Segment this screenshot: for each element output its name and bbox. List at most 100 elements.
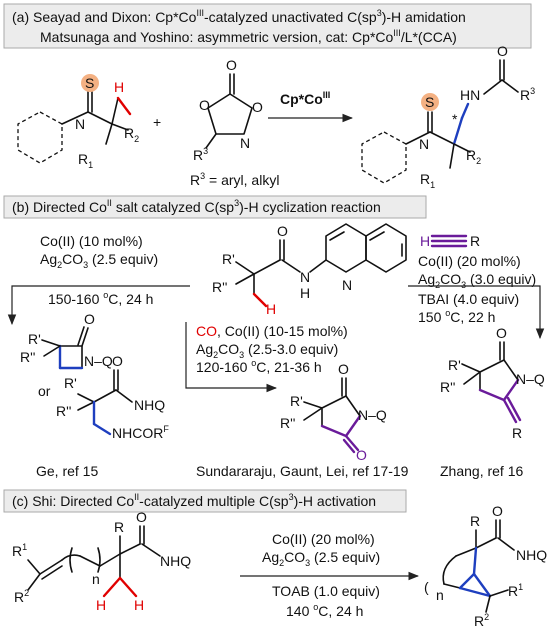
b-sub-quinoline-N: N	[342, 277, 352, 293]
amide-R2: R''	[56, 403, 71, 419]
lactam-R: R	[512, 425, 522, 441]
plus-sign: +	[153, 114, 161, 130]
sulfur-highlight	[81, 74, 99, 92]
c-sub-n: n	[92, 571, 100, 587]
or-label: or	[38, 383, 51, 399]
lactam-R1: R'	[448, 357, 461, 373]
c-prod-R2: R2	[474, 612, 489, 629]
c-sub-R1: R1	[12, 542, 27, 559]
c-sub-H2-red: H	[134, 597, 144, 613]
b-mid-cond-2: Ag2CO3 (2.5-3.0 equiv)	[196, 341, 338, 360]
product-atom-N: N	[419, 136, 429, 152]
product-O: O	[497, 43, 508, 59]
b-sub-N: N	[300, 269, 310, 285]
amide-O: O	[112, 353, 123, 369]
section-c-header-box	[3, 489, 407, 513]
arrow-b-middle	[185, 322, 278, 393]
product-R1: R1	[420, 171, 435, 190]
c-cond-3: TOAB (1.0 equiv)	[272, 583, 380, 599]
c-sub-R: R	[114, 519, 124, 535]
b-substrate: O N H N R' R'' H	[212, 223, 407, 317]
piperidine-ring	[17, 111, 63, 164]
c-cond-1: Co(II) (20 mol%)	[272, 531, 375, 547]
section-b-header-box	[3, 195, 427, 219]
alkylidene-lactam-product: O N–Q R' R'' R	[440, 325, 545, 441]
section-c-header: (c) Shi: Directed CoII-catalyzed multipl…	[12, 492, 376, 509]
lactam-R2: R''	[440, 379, 455, 395]
c-cond-4: 140 oC, 24 h	[286, 602, 363, 619]
product-HN: HN	[460, 87, 480, 103]
b-sub-O: O	[277, 223, 288, 239]
c-prod-NHQ: NHQ	[516, 547, 547, 563]
c-sub-R2: R2	[14, 588, 29, 605]
succ-R2: R''	[280, 415, 295, 431]
c-prod-R1: R1	[508, 582, 523, 599]
c-sub-H1-red: H	[96, 597, 106, 613]
b-left-cond-1: Co(II) (10 mol%)	[40, 233, 143, 249]
ref-ge: Ge, ref 15	[36, 463, 98, 479]
b-left-cond-3: 150-160 oC, 24 h	[48, 290, 153, 307]
amide-NHQ: NHQ	[134, 397, 165, 413]
c-cond-2: Ag2CO3 (2.5 equiv)	[262, 549, 380, 568]
c-prod-R: R	[470, 513, 480, 529]
stereocenter-star: *	[452, 111, 458, 127]
ref-sundararaju: Sundararaju, Gaunt, Lei, ref 17-19	[196, 463, 409, 479]
section-a-header-box	[3, 3, 532, 49]
section-a-line1: (a) Seayad and Dixon: Cp*CoIII-catalyzed…	[12, 8, 466, 25]
amidation-product: S * HN O R3 R1 R2	[361, 43, 535, 190]
blactam-R2: R''	[20, 349, 35, 365]
c-prod-paren: (	[424, 579, 429, 595]
arrow-b-left	[7, 285, 190, 326]
dioxazolone: O O O N R3	[193, 57, 263, 163]
c-prod-O: O	[492, 503, 503, 519]
atom-S: S	[85, 75, 94, 91]
atom-H-red: H	[114, 79, 124, 95]
c-sub-NHQ: NHQ	[160, 553, 191, 569]
alkyne-H: H	[420, 233, 430, 249]
amide-R1: R'	[64, 375, 77, 391]
label-R1: R1	[78, 151, 93, 170]
c-bicyclic-product: R O NHQ ( n R1 R2	[424, 503, 547, 629]
amide-NHCOR: NHCORF	[112, 424, 169, 441]
atom-N-piperidine: N	[75, 116, 85, 132]
blactam-NQ: N–Q	[84, 353, 113, 369]
b-sub-R1: R'	[222, 251, 235, 267]
atom-O-ring1: O	[199, 97, 210, 113]
atom-O-ring2: O	[252, 99, 263, 115]
lactam-NQ: N–Q	[516, 371, 545, 387]
section-a-line2: Matsunaga and Yoshino: asymmetric versio…	[40, 28, 457, 45]
b-right-cond-2: Ag2CO3 (3.0 equiv)	[418, 271, 536, 290]
succ-R1: R'	[290, 393, 303, 409]
c-prod-n: n	[436, 587, 444, 603]
c-sub-O: O	[136, 509, 147, 525]
b-right-cond-4: 150 oC, 22 h	[418, 308, 495, 325]
product-atom-S: S	[425, 94, 434, 110]
b-sub-R2: R''	[212, 279, 227, 295]
blactam-R1: R'	[28, 331, 41, 347]
label-R2: R2	[124, 125, 139, 144]
product-R2: R2	[466, 147, 481, 166]
arrow-b-right	[408, 285, 545, 340]
alkyne-R: R	[470, 233, 480, 249]
blactam-O: O	[84, 311, 95, 327]
thioamide-reactant: S H R1 R2	[17, 74, 139, 170]
section-b-header: (b) Directed CoII salt catalyzed C(sp3)-…	[12, 198, 381, 215]
b-right-cond-3: TBAI (4.0 equiv)	[418, 291, 519, 307]
ref-zhang: Zhang, ref 16	[440, 463, 523, 479]
succinimide-product: O O N–Q R' R''	[280, 361, 387, 463]
b-mid-cond-3: 120-160 oC, 21-36 h	[196, 358, 322, 375]
b-mid-cond-1: CO, Co(II) (10-15 mol%)	[196, 323, 348, 339]
product-R3: R3	[520, 86, 535, 103]
b-left-cond-2: Ag2CO3 (2.5 equiv)	[40, 251, 158, 270]
c-substrate: R1 R2 n R O NHQ H H	[12, 509, 191, 613]
b-sub-NH: H	[300, 285, 310, 301]
amide-product: O NHQ R' R'' NHCORF	[56, 353, 169, 441]
catalyst-label: Cp*CoIII	[280, 90, 330, 107]
atom-O-carbonyl: O	[226, 57, 237, 73]
lactam-O: O	[496, 325, 507, 341]
b-sub-H-red: H	[266, 301, 276, 317]
succ-NQ: N–Q	[358, 407, 387, 423]
sulfur-highlight-product	[421, 93, 439, 111]
beta-lactam-product: O N–Q R' R''	[20, 311, 113, 370]
